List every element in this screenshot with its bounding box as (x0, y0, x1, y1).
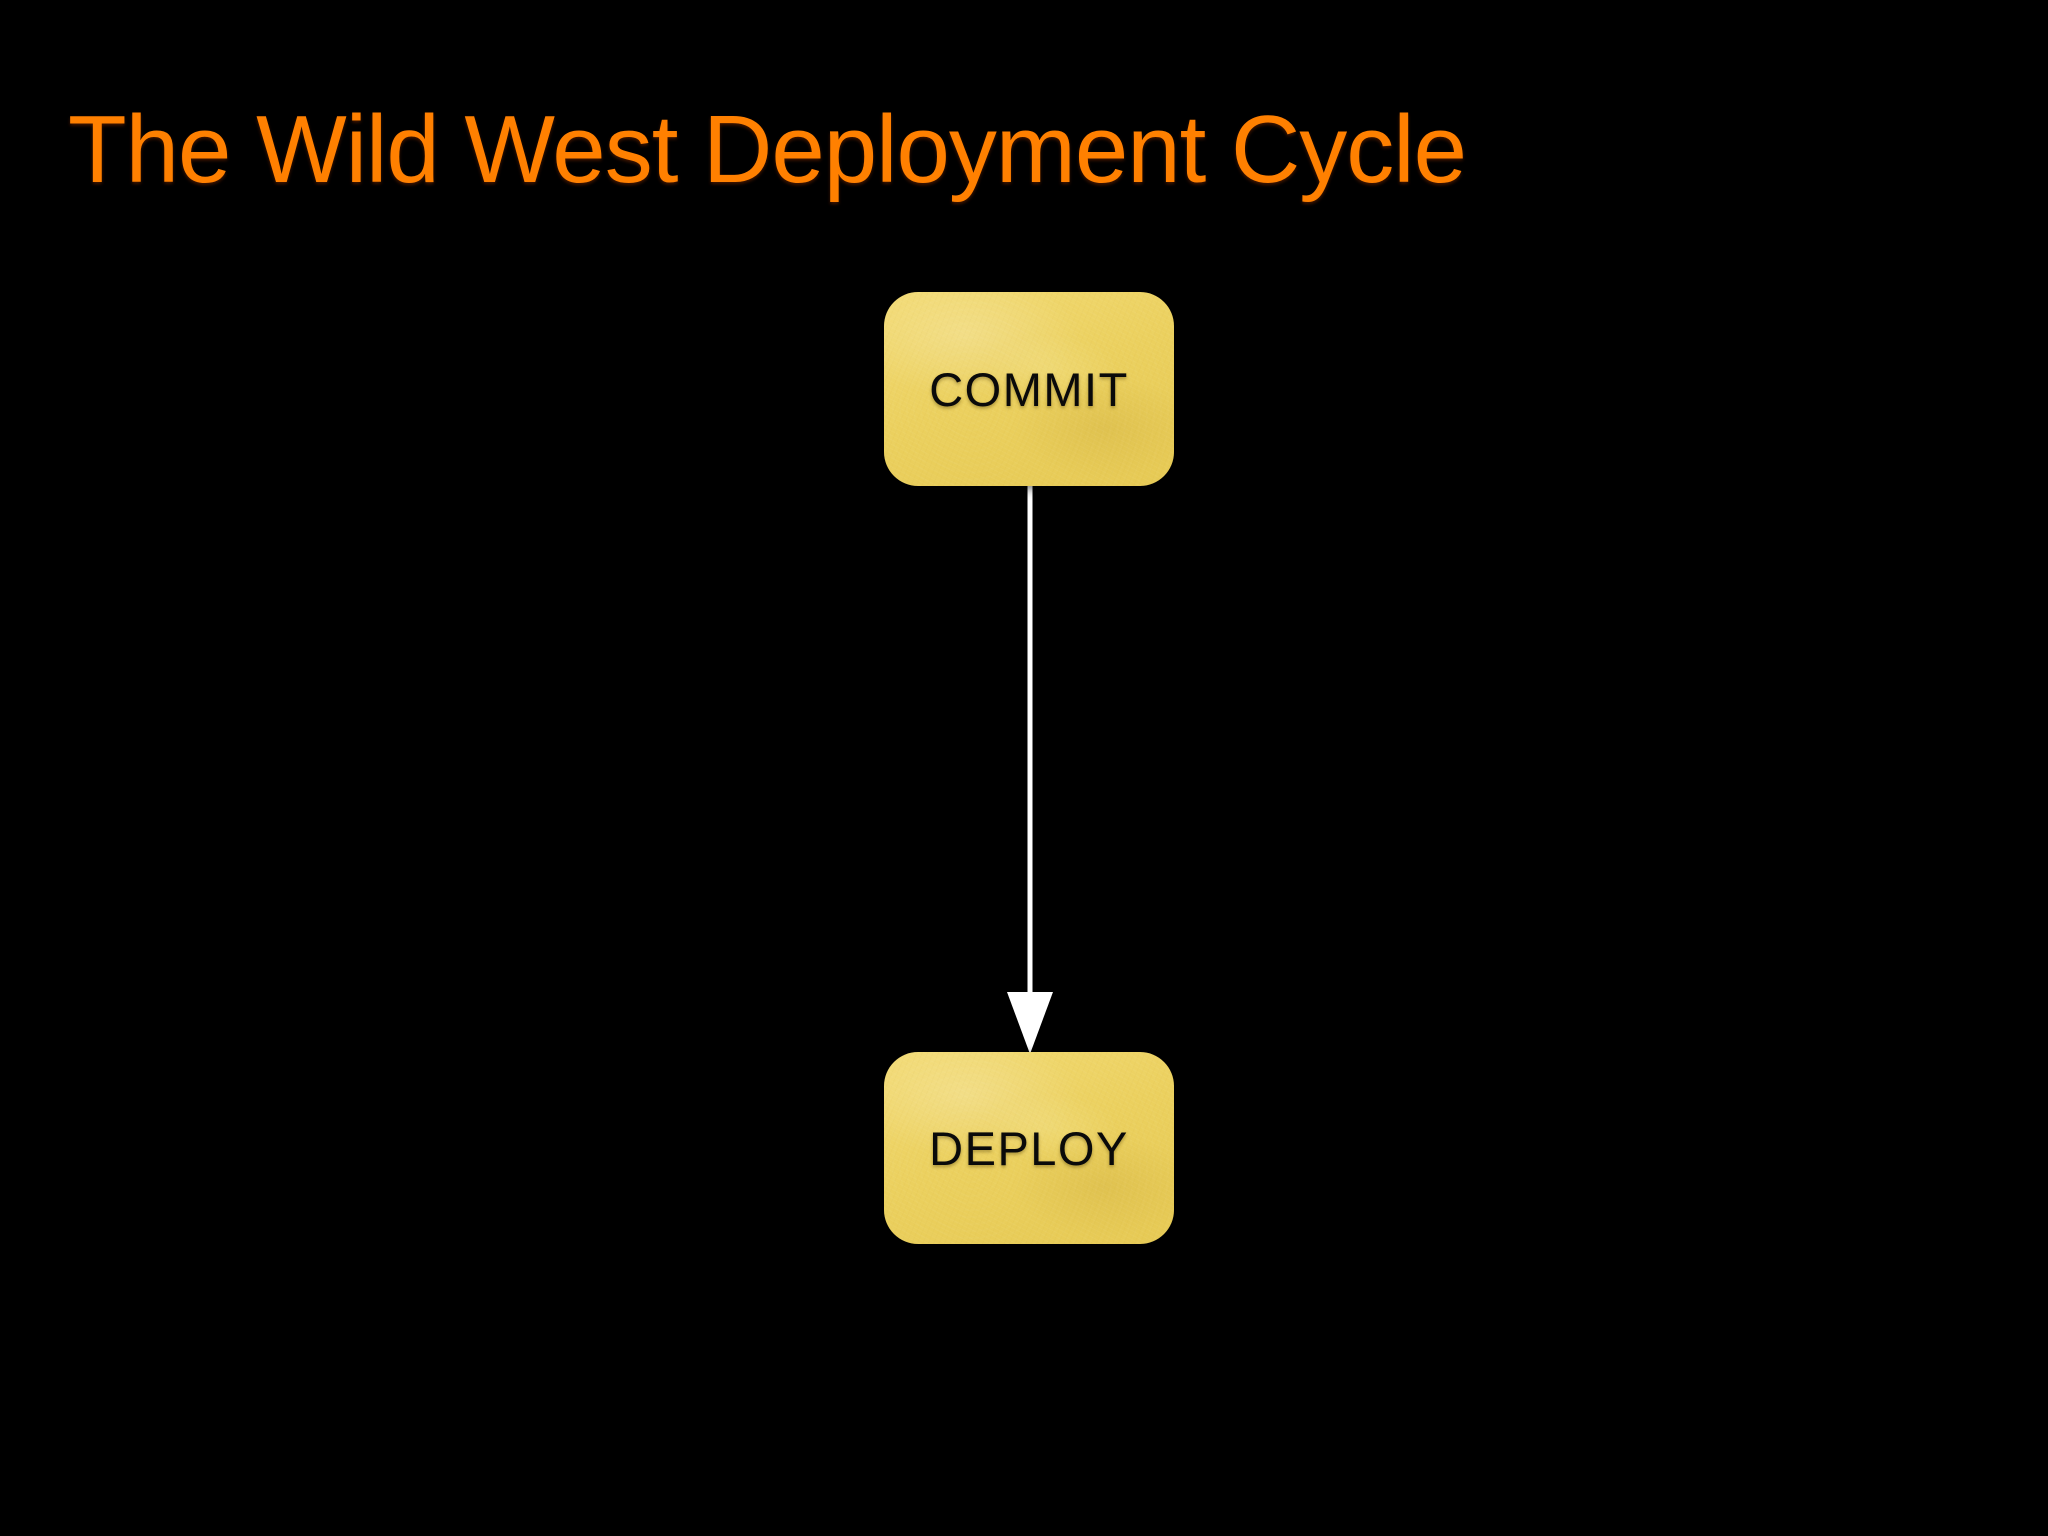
flow-node-commit-label: COMMIT (929, 362, 1129, 416)
page-title: The Wild West Deployment Cycle (68, 96, 1467, 204)
flow-node-deploy[interactable]: DEPLOY (884, 1052, 1174, 1244)
arrowhead-down-icon (1007, 992, 1053, 1054)
connector-commit-to-deploy (1007, 470, 1053, 1054)
flow-node-deploy-label: DEPLOY (929, 1121, 1129, 1175)
flow-node-commit[interactable]: COMMIT (884, 292, 1174, 486)
